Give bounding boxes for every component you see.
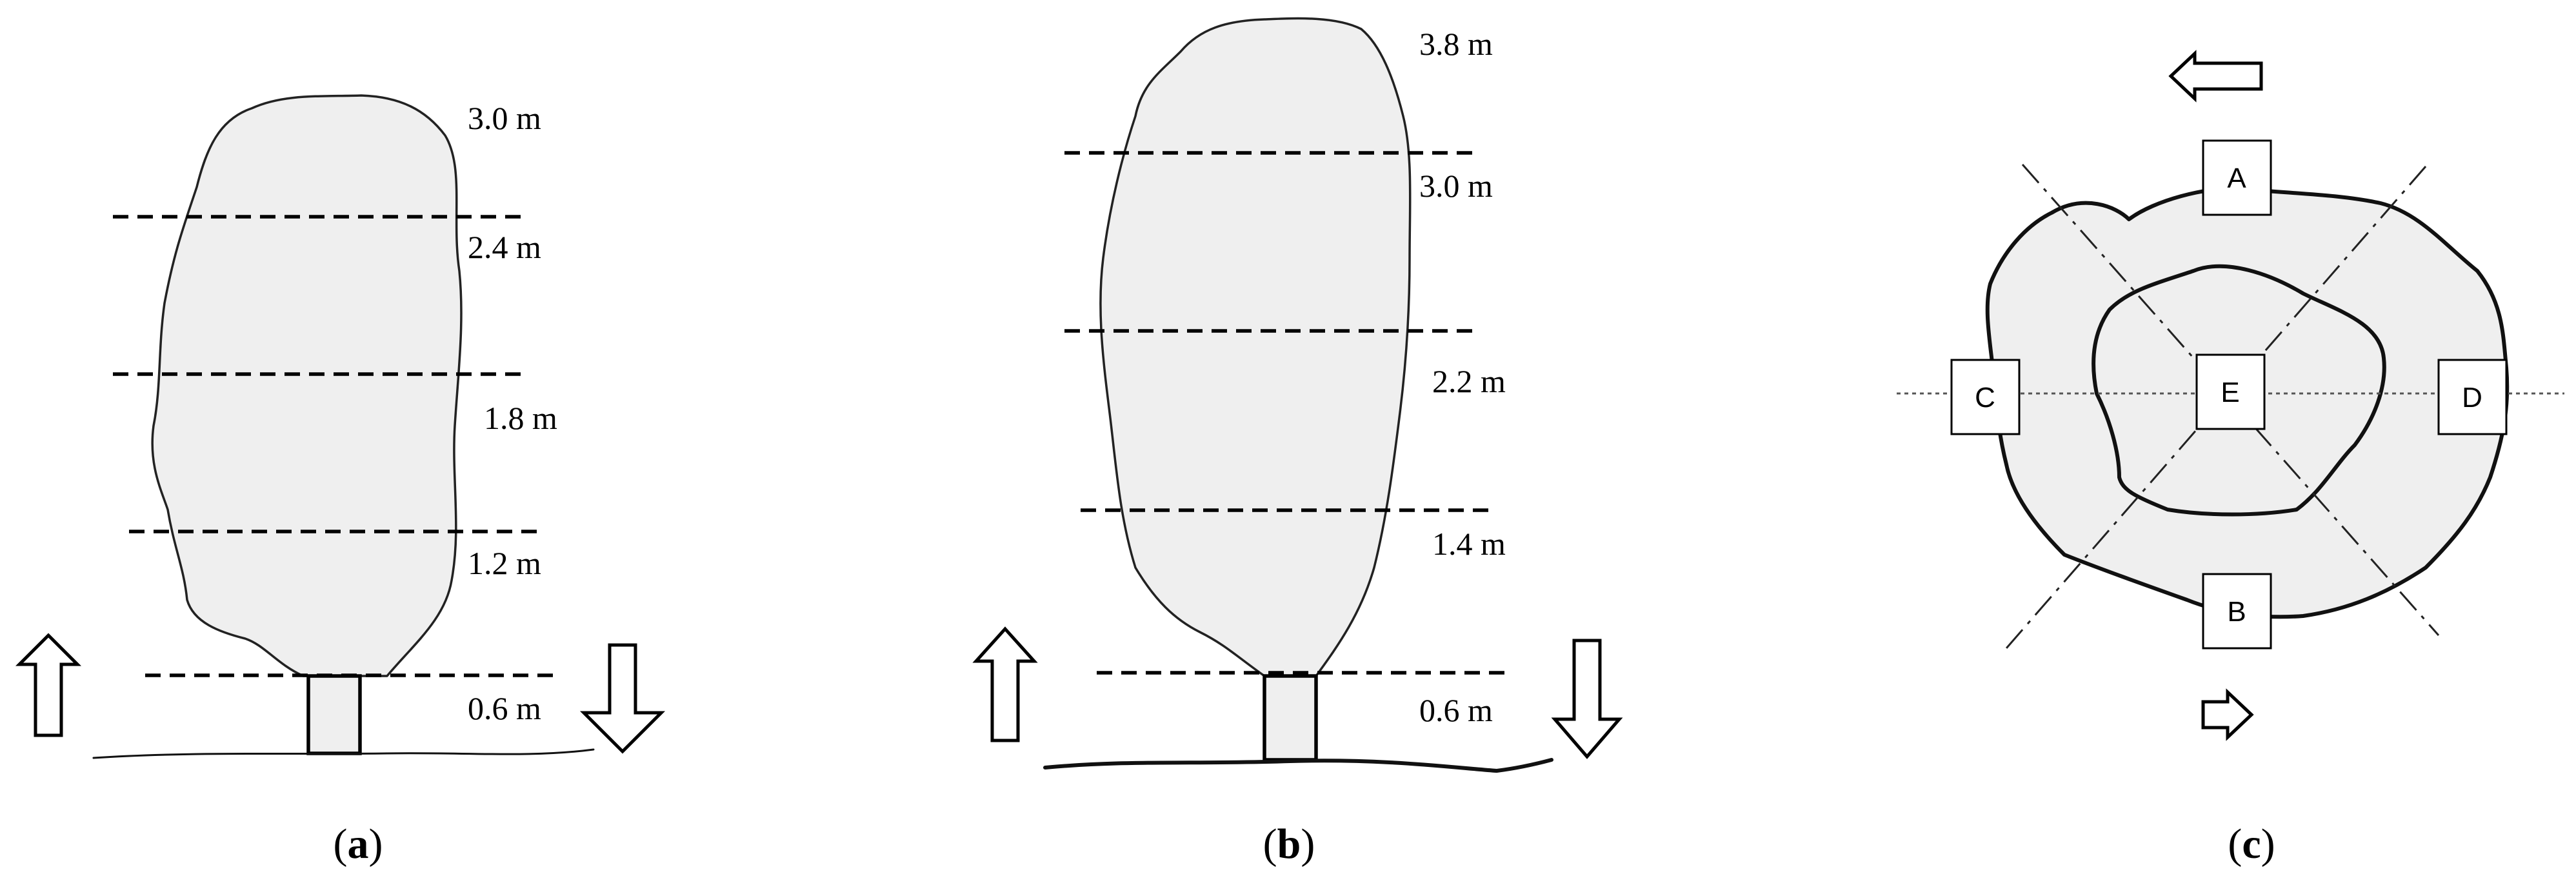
caption-a-close: ): [369, 820, 383, 868]
sample-label-e: E: [2221, 377, 2239, 408]
caption-a: (a): [334, 820, 383, 868]
caption-c-open: (: [2228, 820, 2242, 868]
sample-box-c: [1950, 359, 2021, 435]
height-label-a-4: 1.2 m: [468, 545, 541, 581]
tree-crown-b: [1099, 17, 1412, 677]
tree-crown-a: [151, 94, 463, 677]
ground-line-b: [1043, 758, 1553, 773]
arrow-right-icon: [2201, 688, 2254, 741]
arrow-down-icon: [1551, 639, 1623, 759]
caption-b-letter: b: [1277, 820, 1301, 868]
sample-label-d: D: [2462, 382, 2482, 413]
caption-c: (c): [2228, 820, 2275, 868]
height-label-b-5: 0.6 m: [1419, 692, 1493, 728]
caption-b: (b): [1263, 820, 1315, 868]
caption-b-close: ): [1301, 820, 1315, 868]
height-label-b-4: 1.4 m: [1432, 526, 1506, 562]
sample-label-c: C: [1975, 382, 1995, 413]
arrow-up-icon: [972, 626, 1038, 742]
inner-crown-ring: [2092, 264, 2386, 517]
height-label-a-3: 1.8 m: [484, 400, 557, 436]
panel-b: 3.8 m 3.0 m 2.2 m 1.4 m 0.6 m (b): [972, 17, 1623, 868]
ground-line-a: [92, 748, 595, 759]
arrow-left-icon: [2168, 50, 2263, 103]
tree-trunk-b: [1263, 674, 1318, 762]
tree-trunk-a: [306, 674, 362, 755]
sample-box-a: [2202, 139, 2272, 216]
height-label-a-2: 2.4 m: [468, 229, 541, 265]
height-label-b-3: 2.2 m: [1432, 363, 1506, 399]
sample-box-b: [2202, 573, 2272, 650]
arrow-up-icon: [15, 633, 82, 737]
caption-c-close: ): [2261, 820, 2275, 868]
height-label-b-2: 3.0 m: [1419, 168, 1493, 204]
height-label-a-1: 3.0 m: [468, 100, 541, 136]
sample-label-b: B: [2227, 596, 2246, 628]
sample-label-a: A: [2227, 163, 2246, 194]
height-label-b-1: 3.8 m: [1419, 26, 1493, 62]
caption-b-open: (: [1263, 820, 1277, 868]
caption-a-letter: a: [348, 820, 369, 868]
panel-a: 3.0 m 2.4 m 1.8 m 1.2 m 0.6 m (a): [15, 94, 666, 868]
caption-a-open: (: [334, 820, 348, 868]
caption-c-letter: c: [2242, 820, 2261, 868]
arrow-down-icon: [579, 643, 666, 754]
panel-c: A B C D E (c): [1897, 50, 2564, 868]
sample-box-d: [2437, 359, 2508, 435]
sample-box-e: [2195, 353, 2266, 430]
height-label-a-5: 0.6 m: [468, 690, 541, 726]
